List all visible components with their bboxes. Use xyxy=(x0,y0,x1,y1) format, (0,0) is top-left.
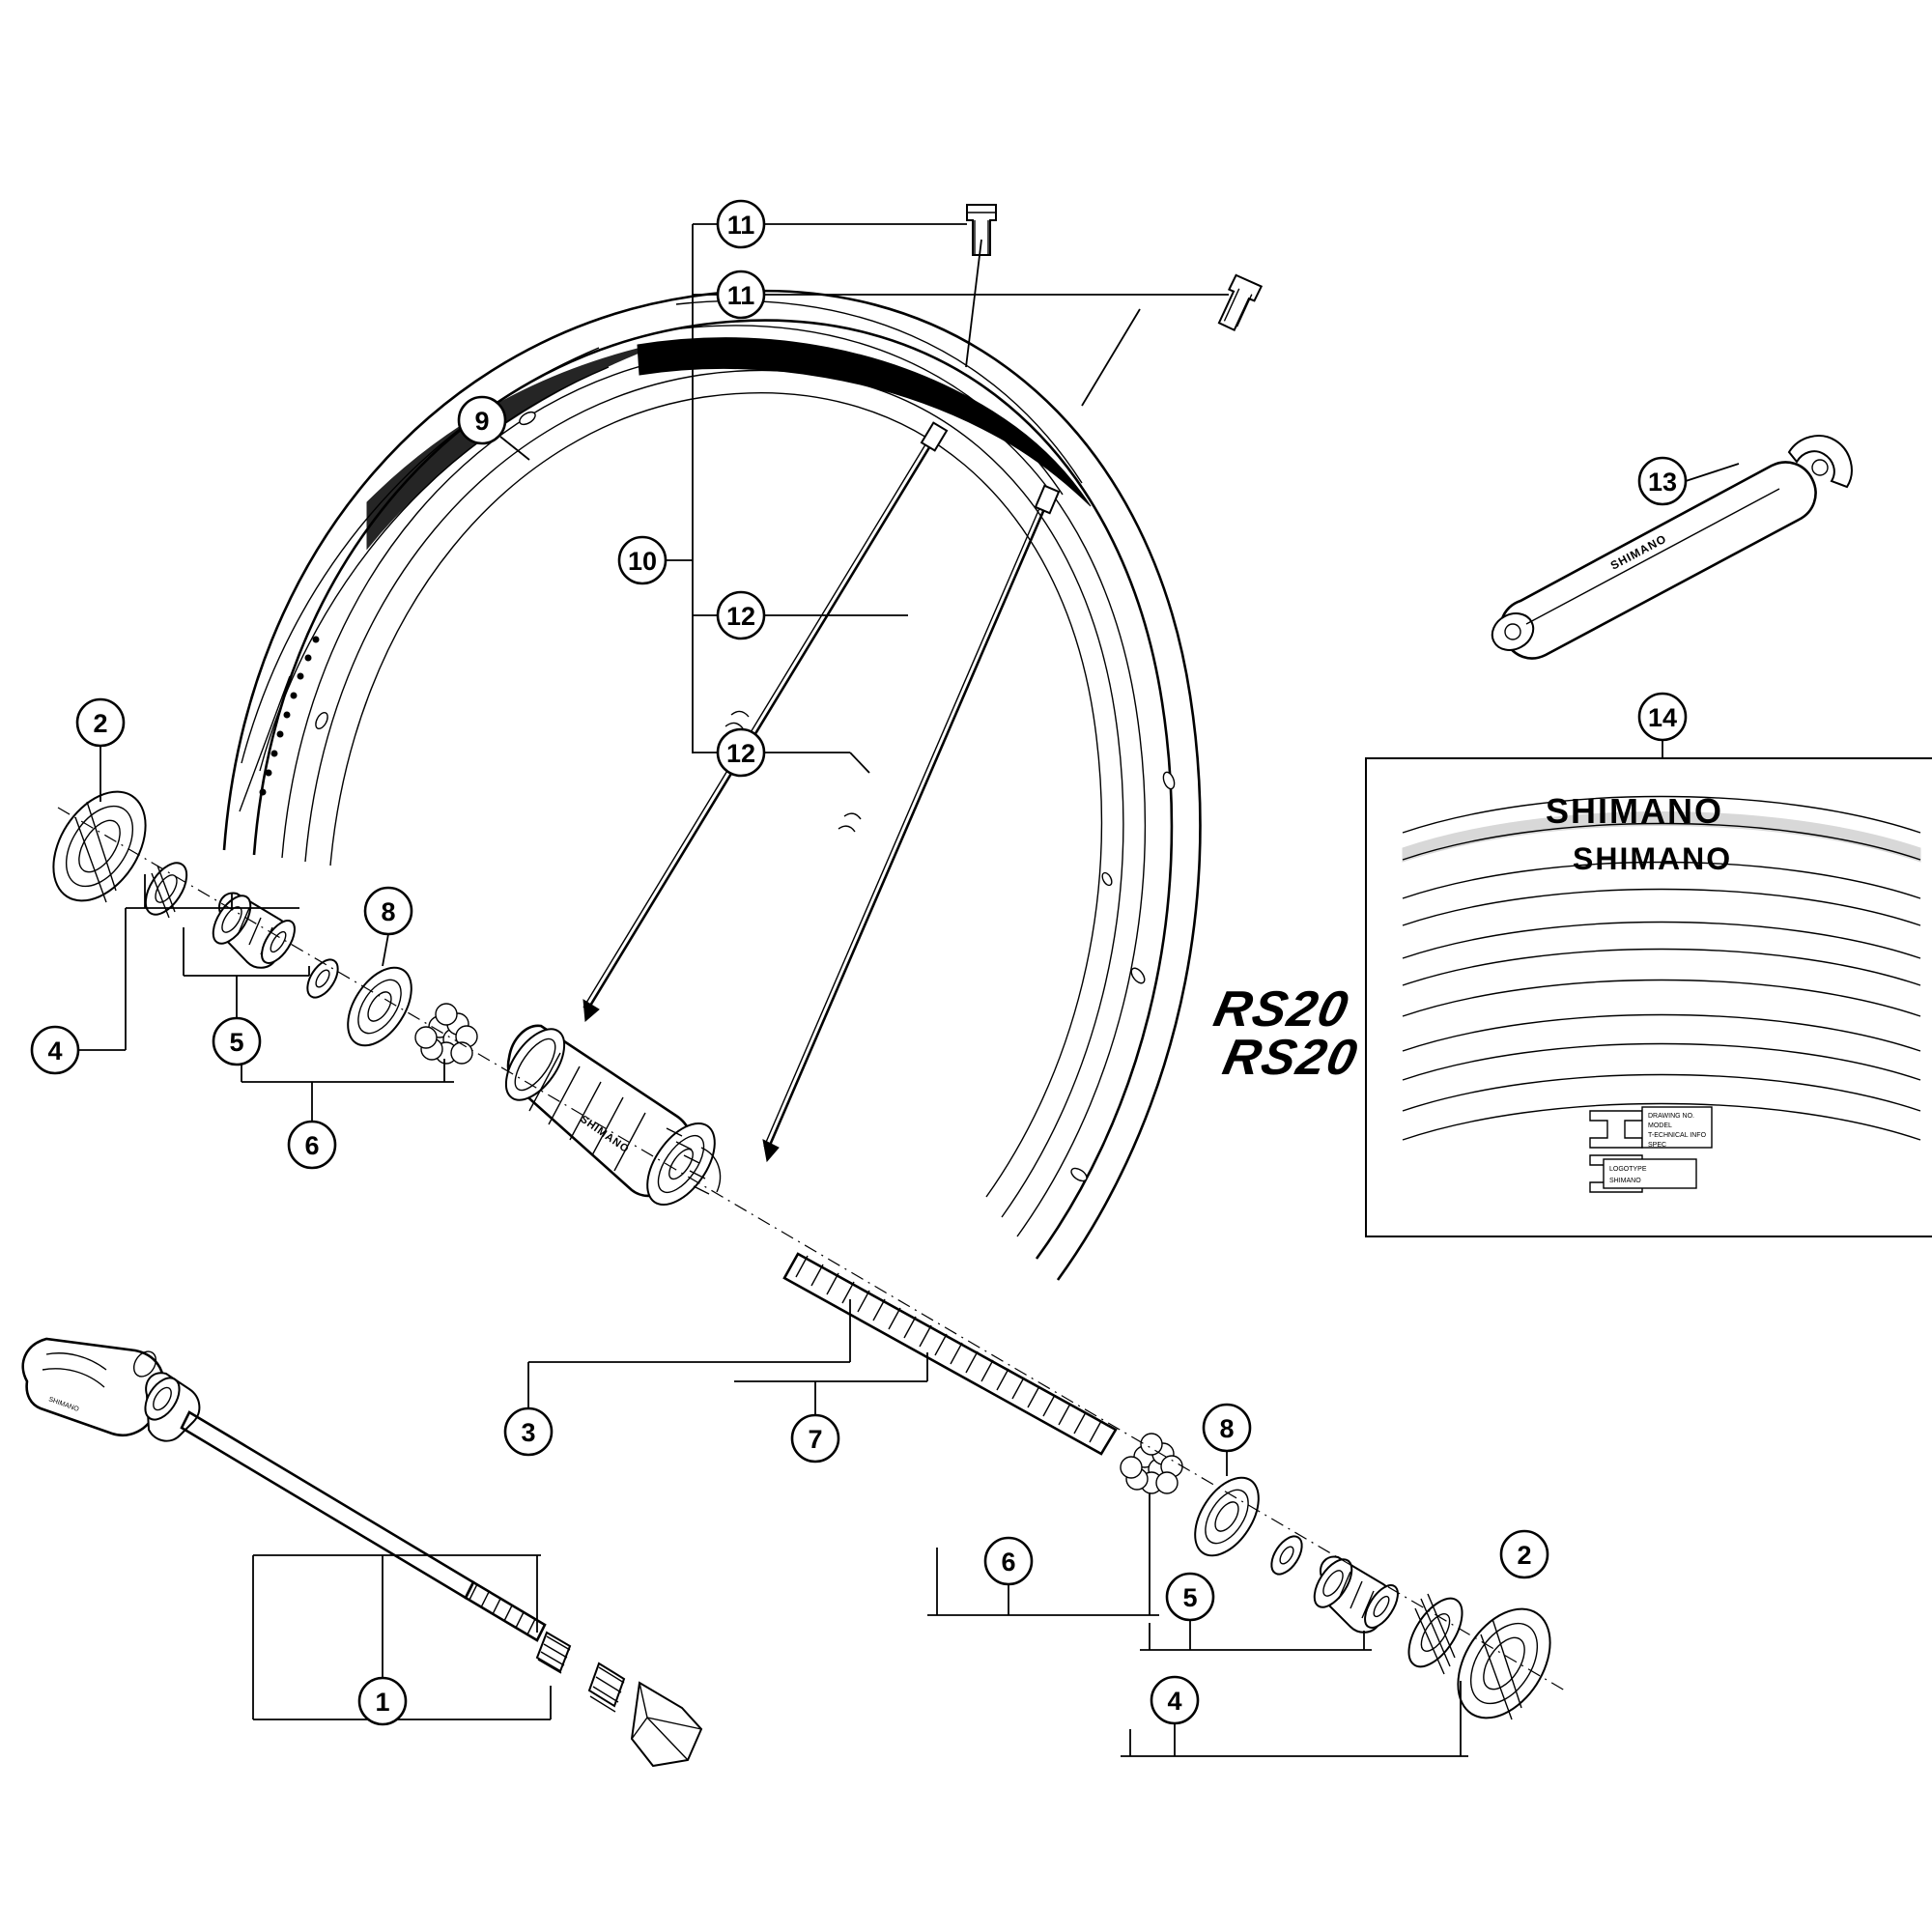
callout-13[interactable]: 13 xyxy=(1637,456,1688,506)
callout-6b-label: 6 xyxy=(1001,1548,1015,1577)
callout-14-label: 14 xyxy=(1648,703,1677,732)
decal-label-line2: MODEL xyxy=(1648,1122,1672,1129)
callout-5a-label: 5 xyxy=(229,1028,243,1057)
callout-10-label: 10 xyxy=(628,547,657,576)
callout-6a[interactable]: 6 xyxy=(287,1120,337,1170)
skewer-spring-right xyxy=(587,1662,626,1713)
decal-label-line1: DRAWING NO. xyxy=(1648,1113,1694,1120)
rim-knurl-detail xyxy=(259,636,320,796)
callout-5b-label: 5 xyxy=(1182,1583,1197,1612)
spoke-nipple-lower xyxy=(1217,273,1264,332)
spokes xyxy=(582,421,1061,1163)
decal-label-line6: SHIMANO xyxy=(1609,1178,1641,1184)
callout-4b[interactable]: 4 xyxy=(1150,1675,1200,1725)
axle-thread-detail xyxy=(795,1255,1102,1443)
hub-axis-centerline xyxy=(57,807,1566,1691)
callout-8b-label: 8 xyxy=(1219,1414,1234,1443)
decal-brand-upper: SHIMANO xyxy=(1546,791,1723,831)
decal-label-block: DRAWING NO. MODEL T-ECHNICAL INFO SPEC L… xyxy=(1589,1106,1713,1193)
right-bearing-balls xyxy=(1120,1433,1183,1494)
callout-9-label: 9 xyxy=(474,407,489,436)
callout-12b-label: 12 xyxy=(726,739,755,768)
decal-label-line4: SPEC xyxy=(1648,1142,1666,1149)
callout-1-label: 1 xyxy=(375,1688,389,1717)
callout-3-label: 3 xyxy=(521,1418,535,1447)
callout-2b-label: 2 xyxy=(1517,1541,1531,1570)
callout-2b[interactable]: 2 xyxy=(1499,1529,1549,1579)
callout-8b[interactable]: 8 xyxy=(1202,1403,1252,1453)
callout-4b-label: 4 xyxy=(1167,1687,1181,1716)
callout-11b[interactable]: 11 xyxy=(716,270,766,320)
callout-10[interactable]: 10 xyxy=(617,535,668,585)
callout-2a[interactable]: 2 xyxy=(75,697,126,748)
decal-label-line5: LOGOTYPE xyxy=(1609,1166,1647,1173)
callout-11a[interactable]: 11 xyxy=(716,199,766,249)
callout-11a-label: 11 xyxy=(727,211,755,240)
callout-9[interactable]: 9 xyxy=(457,395,507,445)
callout-12a-label: 12 xyxy=(726,602,755,631)
right-serrated-washer xyxy=(1407,1593,1463,1675)
decal-model-lower: RS20 xyxy=(1218,1030,1363,1086)
callout-12b[interactable]: 12 xyxy=(716,727,766,778)
callout-12a[interactable]: 12 xyxy=(716,590,766,640)
callout-6b[interactable]: 6 xyxy=(983,1536,1034,1586)
left-seal-ring xyxy=(347,966,412,1047)
decal-panel-border xyxy=(1365,757,1932,1237)
skewer-adjusting-nut xyxy=(630,1681,703,1768)
skewer-thread-detail xyxy=(469,1583,536,1635)
right-dust-cap xyxy=(1457,1607,1551,1720)
callout-markers: 1 2 2 3 4 4 5 xyxy=(30,199,1688,1726)
right-spacer-washer xyxy=(1270,1535,1303,1576)
callout-14[interactable]: 14 xyxy=(1637,692,1688,742)
callout-13-label: 13 xyxy=(1648,468,1677,497)
right-cone-nut xyxy=(1313,1555,1399,1634)
callout-5a[interactable]: 5 xyxy=(212,1016,262,1066)
decal-brand-lower: SHIMANO xyxy=(1573,841,1732,876)
right-seal-ring xyxy=(1194,1476,1260,1557)
skewer-spring-left xyxy=(535,1631,572,1674)
left-cone-nut xyxy=(212,892,296,969)
left-lock-washer xyxy=(144,862,188,919)
left-bearing-balls xyxy=(414,1003,478,1065)
callout-3[interactable]: 3 xyxy=(503,1406,554,1457)
left-spacer-washer xyxy=(306,958,339,999)
left-dust-cap xyxy=(52,790,147,903)
callout-7-label: 7 xyxy=(808,1425,822,1454)
callout-4a[interactable]: 4 xyxy=(30,1025,80,1075)
callout-8a[interactable]: 8 xyxy=(363,886,413,936)
decal-label-line3: T-ECHNICAL INFO xyxy=(1648,1132,1707,1139)
rim-decal-panel: SHIMANO SHIMANO RS20 RS20 DRAWING NO. MO… xyxy=(1209,757,1932,1237)
leader-lines xyxy=(78,223,1740,1757)
spoke-nipple-upper xyxy=(966,204,997,256)
decal-model-upper: RS20 xyxy=(1209,981,1354,1037)
svg-text:SHIMANO: SHIMANO xyxy=(47,1396,80,1413)
hub-shell: SHIMANO xyxy=(504,1024,722,1207)
callout-11b-label: 11 xyxy=(727,281,755,310)
axle-threaded-rod xyxy=(782,1252,1118,1456)
callout-1[interactable]: 1 xyxy=(357,1676,408,1726)
callout-8a-label: 8 xyxy=(381,897,395,926)
callout-4a-label: 4 xyxy=(47,1037,62,1065)
callout-6a-label: 6 xyxy=(304,1131,319,1160)
callout-5b[interactable]: 5 xyxy=(1165,1572,1215,1622)
callout-7[interactable]: 7 xyxy=(790,1413,840,1463)
callout-2a-label: 2 xyxy=(93,709,107,738)
